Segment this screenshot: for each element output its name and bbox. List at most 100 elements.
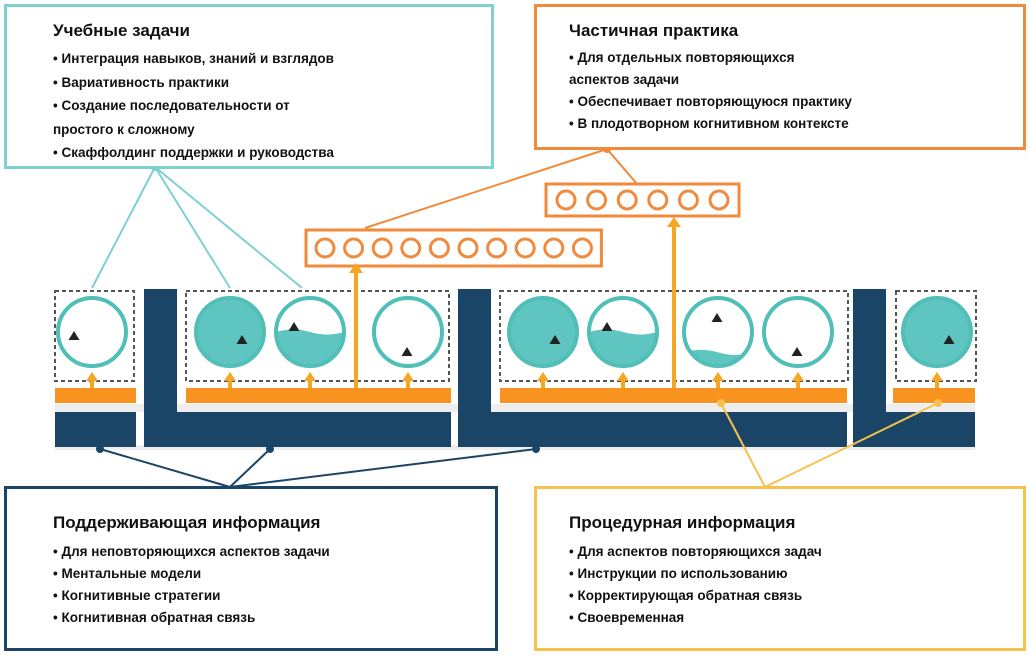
learning-task-circle-bg — [684, 298, 752, 366]
support-level-fill — [589, 329, 657, 366]
practice-item-circle — [571, 237, 593, 259]
learning-task — [56, 296, 128, 368]
arrow-up-icon — [402, 372, 414, 388]
list-item: Создание последовательности от — [53, 94, 491, 118]
supportive-information-box: Поддерживающая информация Для неповторяю… — [4, 486, 498, 651]
learning-task-circle — [274, 296, 346, 368]
arrow-up-icon — [537, 372, 549, 388]
learning-task — [507, 296, 579, 368]
background-strip — [55, 404, 975, 412]
arrow-up-icon — [349, 263, 363, 388]
triangle-icon — [711, 313, 723, 322]
connector-line — [229, 448, 537, 488]
connector-line — [154, 166, 231, 289]
learning-task-circle — [762, 296, 834, 368]
list-item: Когнитивная обратная связь — [53, 607, 495, 629]
list-item: Для аспектов повторяющихся задач — [569, 541, 1023, 563]
supportive-information-title: Поддерживающая информация — [53, 513, 321, 532]
task-class-frame — [185, 290, 450, 382]
practice-item-circle — [486, 237, 508, 259]
procedural-information-box: Процедурная информация Для аспектов повт… — [534, 486, 1026, 651]
learning-task — [194, 296, 266, 368]
triangle-icon — [549, 335, 561, 344]
procedural-info-bar — [186, 388, 451, 403]
list-item: Вариативность практики — [53, 71, 491, 95]
list-item: Скаффолдинг поддержки и руководства — [53, 141, 491, 165]
triangle-icon — [791, 347, 803, 356]
supportive-info-block — [458, 289, 847, 447]
part-task-practice-title: Частичная практика — [569, 21, 739, 40]
practice-item-circle — [457, 237, 479, 259]
list-item: Для неповторяющихся аспектов задачи — [53, 541, 495, 563]
practice-item-circle — [371, 237, 393, 259]
arrow-up-icon — [617, 372, 629, 388]
background-strip — [55, 445, 975, 450]
list-item: Своевременная — [569, 607, 1023, 629]
learning-task-circle — [901, 296, 973, 368]
connector-line — [720, 402, 766, 488]
list-item: В плодотворном когнитивном контексте — [569, 113, 1023, 135]
arrow-up-icon — [304, 372, 316, 388]
learning-task-circle-bg — [58, 298, 126, 366]
practice-item-circle — [708, 189, 730, 211]
practice-item-circle — [555, 189, 577, 211]
practice-item-circle — [616, 189, 638, 211]
support-level-fill — [196, 298, 264, 366]
connector-line — [364, 148, 608, 229]
list-item: Когнитивные стратегии — [53, 585, 495, 607]
practice-item-circle — [586, 189, 608, 211]
practice-item-circle — [400, 237, 422, 259]
learning-task — [901, 296, 973, 368]
learning-task — [682, 296, 754, 368]
connector-lines — [91, 145, 942, 488]
procedural-info-bar — [893, 388, 975, 403]
learning-task-connectors — [91, 163, 303, 289]
triangle-icon — [943, 335, 955, 344]
learning-task-circle-bg — [764, 298, 832, 366]
connector-line — [91, 166, 156, 289]
connector-dot — [266, 445, 274, 453]
connector-dot — [717, 399, 725, 407]
procedural-connectors — [717, 399, 942, 488]
procedural-info-bars — [55, 388, 975, 403]
part-task-practice-list: Для отдельных повторяющихся аспектов зад… — [569, 47, 1023, 135]
arrow-up-icon — [86, 372, 98, 388]
practice-item-circle — [647, 189, 669, 211]
learning-task — [372, 296, 444, 368]
connector-line — [229, 448, 271, 488]
background-strips — [55, 404, 975, 450]
learning-tasks-box: Учебные задачи Интеграция навыков, знани… — [4, 4, 494, 169]
list-item: Обеспечивает повторяющуюся практику — [569, 91, 1023, 113]
learning-task-circle — [194, 296, 266, 368]
learning-tasks-list: Интеграция навыков, знаний и взглядов Ва… — [53, 47, 491, 165]
learning-task-circles — [56, 296, 973, 368]
learning-tasks-title: Учебные задачи — [53, 21, 190, 40]
learning-task — [274, 296, 346, 368]
supportive-connectors — [96, 445, 540, 488]
practice-item-circle — [314, 237, 336, 259]
supportive-info-block — [144, 289, 451, 447]
procedural-info-bar — [500, 388, 847, 403]
connector-line — [154, 166, 303, 289]
triangle-icon — [68, 331, 80, 340]
list-item-continuation: аспектов задачи — [569, 72, 680, 87]
arrow-up-icon — [712, 372, 724, 388]
list-item: Интеграция навыков, знаний и взглядов — [53, 47, 491, 71]
triangle-icon — [236, 335, 248, 344]
support-level-fill — [509, 298, 577, 366]
practice-item-circle — [343, 237, 365, 259]
supportive-info-bar — [55, 412, 136, 447]
part-task-arrows — [349, 217, 681, 388]
list-item: Инструкции по использованию — [569, 563, 1023, 585]
support-level-fill — [903, 298, 971, 366]
supportive-info-bar — [853, 289, 886, 447]
supportive-info-shapes — [55, 289, 975, 447]
connector-line — [764, 402, 939, 488]
learning-task-circle — [682, 296, 754, 368]
list-item: Для отдельных повторяющихся — [569, 47, 1023, 69]
list-item: Корректирующая обратная связь — [569, 585, 1023, 607]
connector-dot — [96, 445, 104, 453]
learning-task-circle — [372, 296, 444, 368]
procedural-info-bar — [55, 388, 136, 403]
